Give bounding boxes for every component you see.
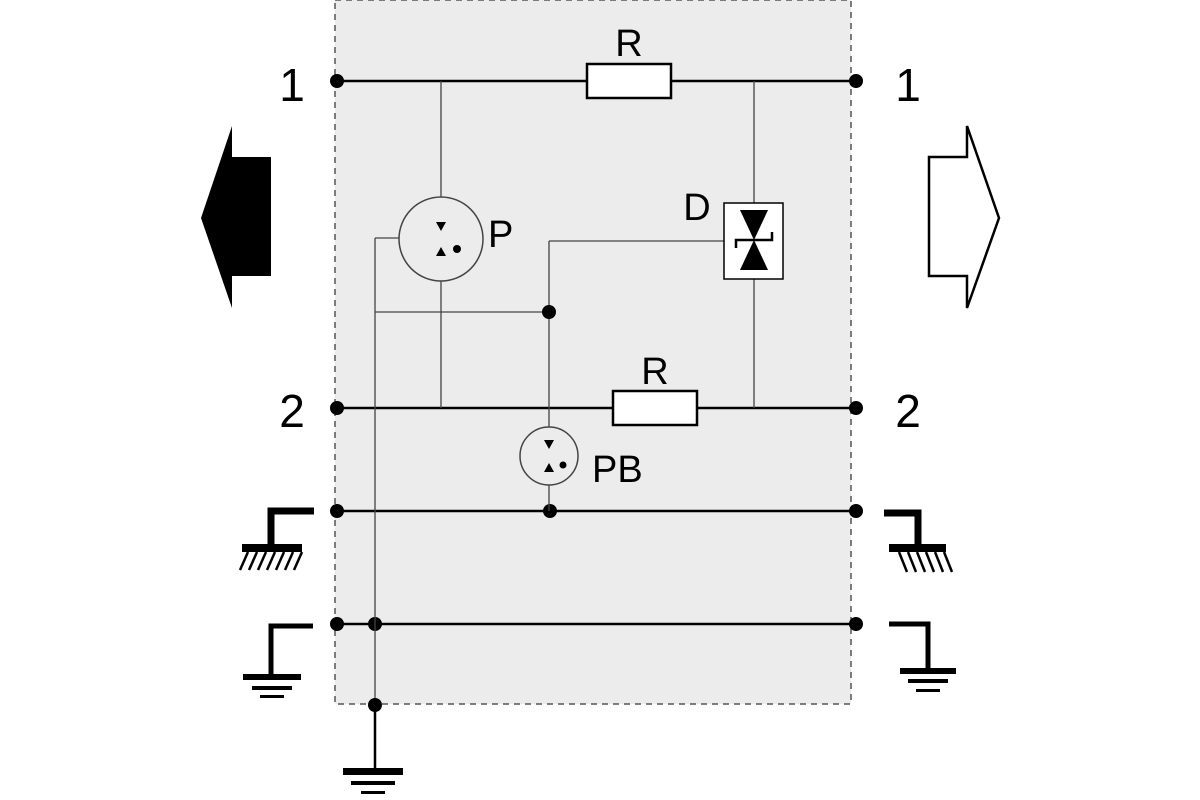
resistor-r-bottom-label: R <box>641 351 668 393</box>
resistor-r-top-label: R <box>615 23 642 65</box>
output-arrow-icon <box>927 125 1001 309</box>
terminal-label-right-1: 1 <box>895 59 921 111</box>
gas-discharge-tube-pb <box>519 426 579 486</box>
terminal-label-left-2: 2 <box>279 385 305 437</box>
internal-wiring <box>368 81 755 770</box>
gas-discharge-tube-p <box>398 196 484 282</box>
chassis-ground-right-icon <box>884 509 954 573</box>
terminal-label-left-1: 1 <box>279 59 305 111</box>
suppressor-diode-d-label: D <box>683 187 710 229</box>
signal-ground-rail <box>330 504 863 518</box>
earth-ground-left-icon <box>243 623 313 698</box>
line-1 <box>330 62 863 100</box>
resistor-r-top <box>585 62 673 100</box>
gas-discharge-tube-pb-label: PB <box>592 449 643 491</box>
line-2 <box>330 389 863 427</box>
earth-ground-bottom-icon <box>343 768 403 794</box>
terminal-label-right-2: 2 <box>895 385 921 437</box>
module-enclosure <box>334 0 852 705</box>
input-arrow-icon <box>201 126 271 308</box>
gas-discharge-tube-p-label: P <box>488 214 513 256</box>
suppressor-diode-d <box>723 202 784 280</box>
protective-earth-rail <box>330 617 863 631</box>
chassis-ground-left-icon <box>238 507 314 571</box>
earth-ground-right-icon <box>889 621 956 692</box>
resistor-r-bottom <box>611 389 699 427</box>
